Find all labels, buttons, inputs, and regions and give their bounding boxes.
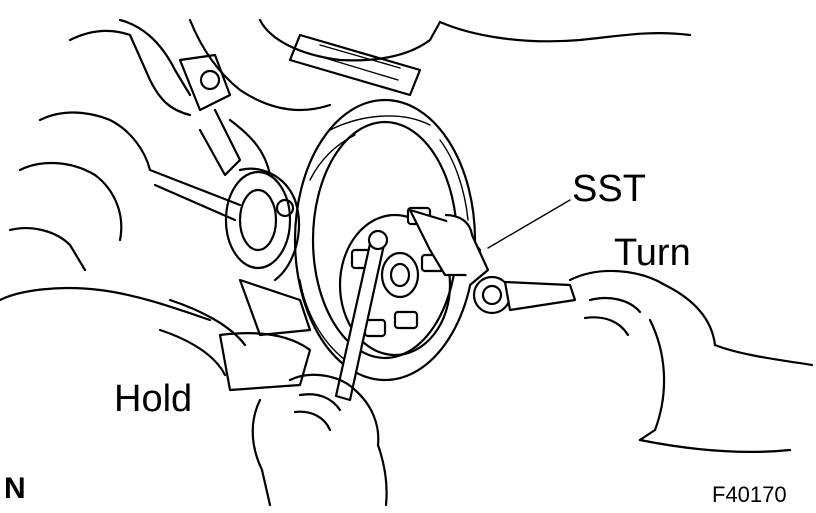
figure-id-label: F40170 [712, 482, 787, 507]
sst-label: SST [572, 168, 646, 210]
holding-bar [334, 229, 389, 402]
knuckle-linkage [148, 53, 312, 392]
hold-label: Hold [114, 378, 193, 420]
sst-leader [487, 199, 571, 249]
lower-arm [158, 298, 247, 377]
upper-body-outline [0, 18, 692, 322]
view-marker-label: N [4, 472, 26, 505]
right-hand [568, 269, 814, 454]
sst-tool [408, 208, 577, 315]
left-hand [251, 373, 388, 507]
turn-label: Turn [614, 232, 691, 274]
